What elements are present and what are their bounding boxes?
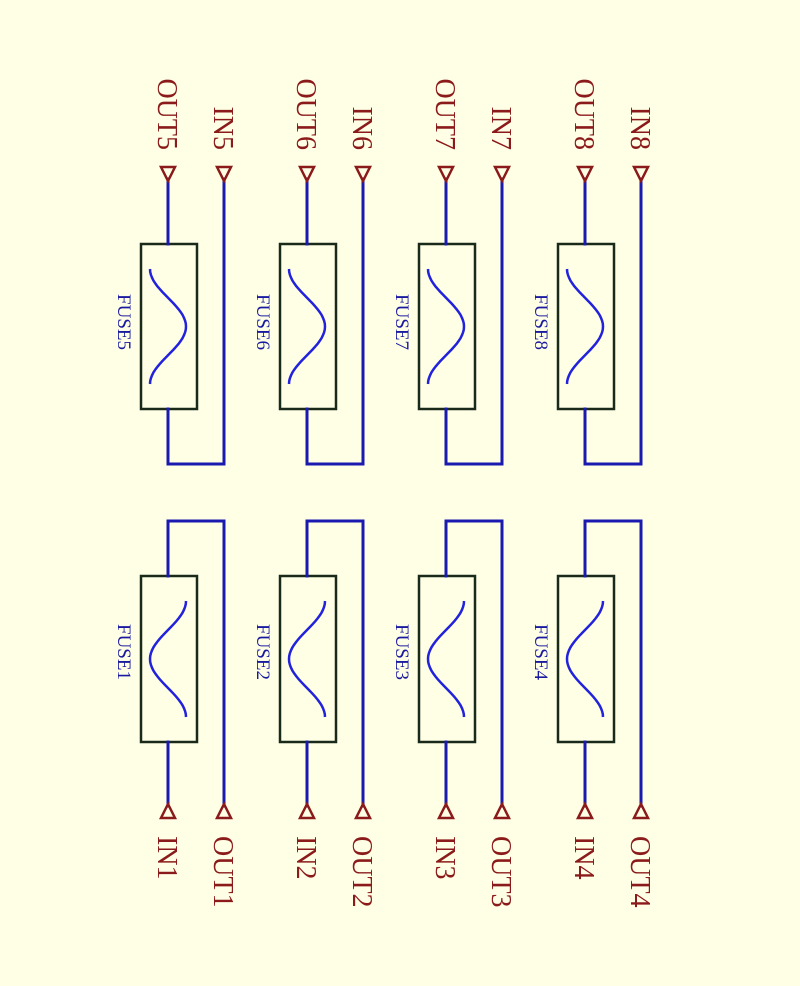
fuse6-group <box>278 177 365 466</box>
fuse7-group <box>417 177 504 466</box>
fuse3-out-port <box>492 801 512 820</box>
fuse3-out-wire <box>444 519 504 808</box>
fuse1-in-label: IN1 <box>151 836 182 880</box>
fuse3-label: FUSE3 <box>391 624 412 680</box>
fuse1-out-label: OUT1 <box>207 836 238 908</box>
fuse6-element <box>287 268 327 385</box>
fuse8-group <box>556 177 643 466</box>
fuse8-label: FUSE8 <box>530 294 551 350</box>
fuse2-out-port <box>353 801 373 820</box>
fuse5-in-wire <box>166 177 226 466</box>
fuse2-element <box>287 600 327 718</box>
fuse8-body <box>556 242 616 411</box>
fuse7-in-wire <box>444 177 504 466</box>
fuse4-label: FUSE4 <box>530 624 551 680</box>
fuse7-out-label: OUT7 <box>429 78 460 150</box>
fuse1-element <box>148 600 188 718</box>
fuse2-out-wire <box>305 519 365 808</box>
fuse5-body <box>139 242 199 411</box>
fuse3-in-port <box>436 801 456 820</box>
fuse4-in-port <box>575 801 595 820</box>
fuse4-out-wire <box>583 519 643 808</box>
fuse6-out-port-marker <box>297 165 317 184</box>
fuse4-out-port-marker <box>631 801 651 820</box>
fuse8-out-port-marker <box>575 165 595 184</box>
fuse6-in-port <box>353 165 373 184</box>
fuse5-label: FUSE5 <box>113 294 134 350</box>
fuse1-label: FUSE1 <box>113 624 134 680</box>
fuse7-in-port-marker <box>492 165 512 184</box>
fuse6-in-wire <box>305 177 365 466</box>
fuse7-body <box>417 242 477 411</box>
fuse4-out-port <box>631 801 651 820</box>
fuse6-in-label: IN6 <box>346 106 377 150</box>
fuse6-in-port-marker <box>353 165 373 184</box>
fuse8-in-wire <box>583 177 643 466</box>
fuse8-in-label: IN8 <box>624 106 655 150</box>
fuse7-in-label: IN7 <box>485 106 516 150</box>
fuse4-in-port-marker <box>575 801 595 820</box>
fuse3-in-label: IN3 <box>429 836 460 880</box>
fuse2-in-port <box>297 801 317 820</box>
fuse4-group <box>556 519 643 808</box>
fuse7-element <box>426 268 466 385</box>
fuse8-element <box>565 268 605 385</box>
fuse2-out-port-marker <box>353 801 373 820</box>
fuse1-group <box>139 519 226 808</box>
fuse7-out-port <box>436 165 456 184</box>
fuse5-in-port-marker <box>214 165 234 184</box>
fuse5-in-label: IN5 <box>207 106 238 150</box>
fuse8-out-label: OUT8 <box>568 78 599 150</box>
fuse6-body <box>278 242 338 411</box>
fuse2-in-label: IN2 <box>290 836 321 880</box>
fuse4-in-label: IN4 <box>568 836 599 880</box>
fuse1-out-wire <box>166 519 226 808</box>
fuse3-group <box>417 519 504 808</box>
fuse1-in-port <box>158 801 178 820</box>
fuse1-out-port-marker <box>214 801 234 820</box>
fuse1-in-port-marker <box>158 801 178 820</box>
fuse8-in-port <box>631 165 651 184</box>
fuse3-out-port-marker <box>492 801 512 820</box>
fuse4-out-label: OUT4 <box>624 836 655 908</box>
fuse2-label: FUSE2 <box>252 624 273 680</box>
fuse2-out-label: OUT2 <box>346 836 377 908</box>
fuse5-in-port <box>214 165 234 184</box>
fuse3-element <box>426 600 466 718</box>
fuse7-label: FUSE7 <box>391 294 412 350</box>
fuse8-out-port <box>575 165 595 184</box>
fuse5-element <box>148 268 188 385</box>
fuse7-out-port-marker <box>436 165 456 184</box>
fuse4-element <box>565 600 605 718</box>
fuse5-out-port-marker <box>158 165 178 184</box>
fuse8-in-port-marker <box>631 165 651 184</box>
fuse2-group <box>278 519 365 808</box>
fuse2-in-port-marker <box>297 801 317 820</box>
fuse7-in-port <box>492 165 512 184</box>
fuse5-out-label: OUT5 <box>151 78 182 150</box>
fuse3-in-port-marker <box>436 801 456 820</box>
fuse6-out-port <box>297 165 317 184</box>
fuse5-out-port <box>158 165 178 184</box>
fuse6-label: FUSE6 <box>252 294 273 350</box>
fuse1-out-port <box>214 801 234 820</box>
fuse6-out-label: OUT6 <box>290 78 321 150</box>
fuse5-group <box>139 177 226 466</box>
fuse3-out-label: OUT3 <box>485 836 516 908</box>
